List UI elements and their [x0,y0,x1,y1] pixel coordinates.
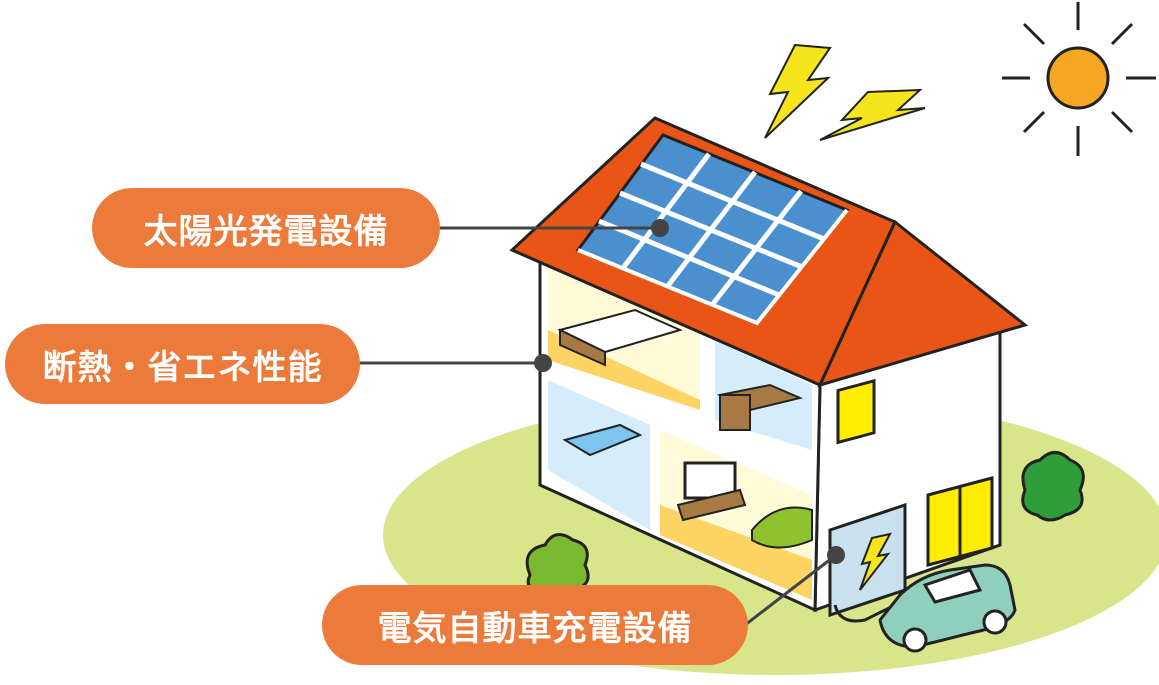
car-icon [878,563,1017,653]
sun-icon [1002,2,1156,156]
room-bath [548,380,650,530]
bathtub [562,423,643,457]
leader-lines [358,226,837,627]
lightning-icon [859,532,892,591]
label-solar: 太陽光発電設備 [92,188,440,268]
window [836,378,876,445]
solar-panel-icon [575,133,850,326]
lightning-icon [764,43,832,139]
lightning-icon [819,88,926,141]
sofa [751,506,813,549]
marker-dot [827,546,845,564]
marker-dot [534,354,552,372]
tree-icon [1021,451,1085,522]
label-ev-charger: 電気自動車充電設備 [322,585,748,665]
roof-side [817,219,1029,388]
label-insulation: 断熱・省エネ性能 [5,324,360,404]
marker-dot [651,219,669,237]
